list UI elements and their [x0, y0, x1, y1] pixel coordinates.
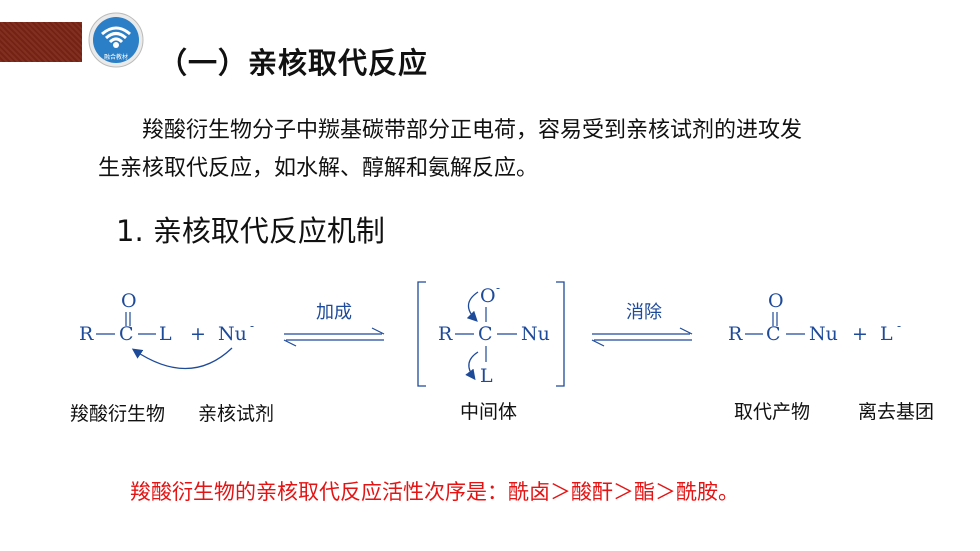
reactant-l: L — [159, 323, 172, 345]
intermediate-nu: Nu — [521, 323, 550, 345]
reverse-arrowhead-2 — [591, 339, 605, 347]
forward-arrowhead-1 — [371, 327, 385, 335]
leaving-group-l: L — [880, 323, 893, 345]
label-product: 取代产物 — [734, 401, 810, 423]
label-leaving-group: 离去基团 — [858, 401, 934, 423]
label-intermediate: 中间体 — [460, 401, 517, 423]
leave-arrow — [465, 351, 479, 381]
attack-arrow — [131, 347, 233, 370]
step-elimination-label: 消除 — [626, 302, 662, 323]
intermediate-oxygen: O — [480, 285, 496, 307]
intermediate-l: L — [480, 365, 493, 387]
intro-paragraph: 羧酸衍生物分子中羰基碳带部分正电荷，容易受到亲核试剂的进攻发 生亲核取代反应，如… — [98, 112, 898, 188]
nucleophile-charge: - — [250, 319, 254, 333]
reactant-carbon: C — [119, 323, 134, 345]
bracket-left — [417, 281, 426, 387]
reactant-r: R — [79, 323, 94, 345]
product-plus: + — [852, 323, 868, 345]
reverse-arrowhead-1 — [283, 339, 297, 347]
intermediate-carbon: C — [478, 323, 493, 345]
reactant-plus: + — [190, 323, 206, 345]
bracket-right — [556, 281, 565, 387]
label-nucleophile: 亲核试剂 — [198, 403, 274, 425]
paragraph-line-1: 羧酸衍生物分子中羰基碳带部分正电荷，容易受到亲核试剂的进攻发 — [142, 118, 803, 143]
label-acid-derivative: 羧酸衍生物 — [70, 403, 165, 425]
product-r: R — [728, 323, 743, 345]
header-accent-bar — [0, 22, 82, 62]
step-addition-label: 加成 — [316, 302, 352, 323]
product-oxygen: O — [768, 290, 784, 312]
page-title: （一）亲核取代反应 — [158, 46, 429, 80]
reaction-scheme: O R C L + Nu - 加成 O - R C Nu L 消除 — [70, 281, 934, 425]
paragraph-line-2: 生亲核取代反应，如水解、醇解和氨解反应。 — [98, 156, 539, 181]
logo-icon: 融合教材 — [88, 12, 144, 68]
product-carbon: C — [766, 323, 781, 345]
reactant-oxygen: O — [121, 290, 137, 312]
forward-arrowhead-2 — [679, 327, 693, 335]
reactivity-order: 羧酸衍生物的亲核取代反应活性次序是：酰卤＞酸酐＞酯＞酰胺。 — [130, 480, 739, 504]
product-nu: Nu — [809, 323, 838, 345]
intermediate-charge: - — [496, 281, 500, 295]
leaving-group-charge: - — [897, 319, 901, 333]
logo-text: 融合教材 — [104, 53, 128, 61]
reform-arrow — [466, 291, 479, 322]
section-heading: 1. 亲核取代反应机制 — [116, 214, 385, 248]
nucleophile-nu: Nu — [218, 323, 247, 345]
intermediate-r: R — [438, 323, 453, 345]
